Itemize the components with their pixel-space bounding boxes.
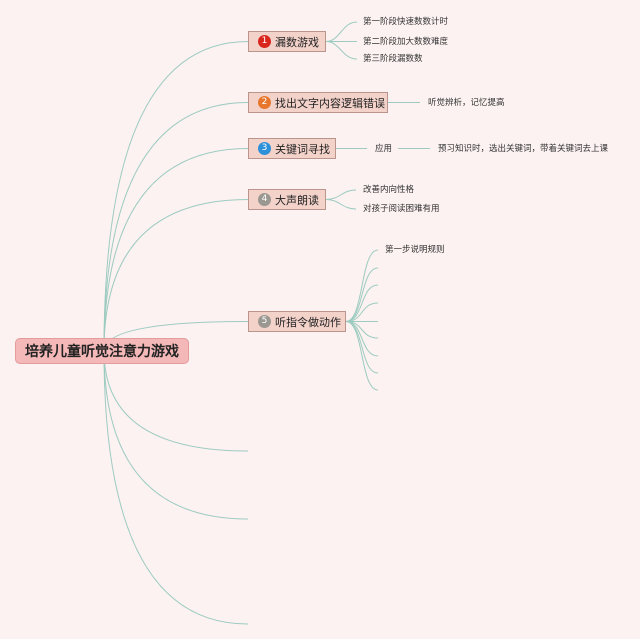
leaf-connector bbox=[325, 41, 358, 60]
leaf-connector-empty bbox=[345, 321, 379, 391]
root-connector-branch-2 bbox=[103, 102, 249, 352]
branch-topic-4: 4 大声朗读 bbox=[248, 189, 326, 210]
leaf-connector bbox=[325, 199, 357, 210]
branch-topic-label: 找出文字内容逻辑错误 bbox=[275, 96, 385, 110]
leaf-topic: 听觉辨析，记忆提高 bbox=[428, 97, 505, 108]
branch-topic-label: 大声朗读 bbox=[275, 193, 319, 207]
leaf-topic: 第一步说明规则 bbox=[385, 245, 445, 255]
root-connector-branch-4 bbox=[103, 199, 249, 352]
number-badge-icon: 1 bbox=[258, 35, 271, 48]
branch-topic-2: 2 找出文字内容逻辑错误 bbox=[248, 92, 388, 113]
branch-topic-5: 5 听指令做动作 bbox=[248, 311, 346, 332]
leaf-topic: 第一阶段快速数数计时 bbox=[363, 17, 449, 27]
leaf-connector bbox=[325, 21, 358, 42]
leaf-topic: 对孩子阅读困难有用 bbox=[363, 204, 440, 214]
root-connector-empty-branch bbox=[103, 350, 249, 625]
leaf-topic: 预习知识时，选出关键词，带着关键词去上课 bbox=[438, 143, 609, 154]
branch-topic-3: 3 关键词寻找 bbox=[248, 138, 336, 159]
leaf-connector bbox=[345, 249, 379, 322]
branch-topic-label: 漏数游戏 bbox=[275, 35, 319, 49]
leaf-connector-empty bbox=[345, 302, 379, 322]
root-connector-branch-3 bbox=[103, 148, 249, 352]
root-topic-label: 培养儿童听觉注意力游戏 bbox=[25, 344, 179, 360]
leaf-topic: 第三阶段漏数数 bbox=[363, 54, 423, 64]
branch-topic-1: 1 漏数游戏 bbox=[248, 31, 326, 52]
leaf-topic: 改善内向性格 bbox=[363, 185, 415, 195]
root-connector-empty-branch bbox=[103, 350, 249, 520]
leaf-topic: 第二阶段加大数数难度 bbox=[363, 36, 449, 47]
number-badge-icon: 3 bbox=[258, 142, 271, 155]
leaf-connector bbox=[325, 189, 357, 200]
branch-topic-label: 听指令做动作 bbox=[275, 315, 341, 329]
root-connector-empty-branch bbox=[103, 350, 249, 452]
root-connector-branch-1 bbox=[103, 41, 249, 352]
leaf-connector-empty bbox=[345, 321, 379, 357]
number-badge-icon: 4 bbox=[258, 193, 271, 206]
sub-topic: 应用 bbox=[375, 143, 393, 154]
branch-topic-label: 关键词寻找 bbox=[275, 142, 330, 156]
root-topic: 培养儿童听觉注意力游戏 bbox=[15, 338, 189, 364]
leaf-connector-empty bbox=[345, 267, 379, 322]
number-badge-icon: 5 bbox=[258, 315, 271, 328]
number-badge-icon: 2 bbox=[258, 96, 271, 109]
leaf-connector-empty bbox=[345, 284, 379, 322]
